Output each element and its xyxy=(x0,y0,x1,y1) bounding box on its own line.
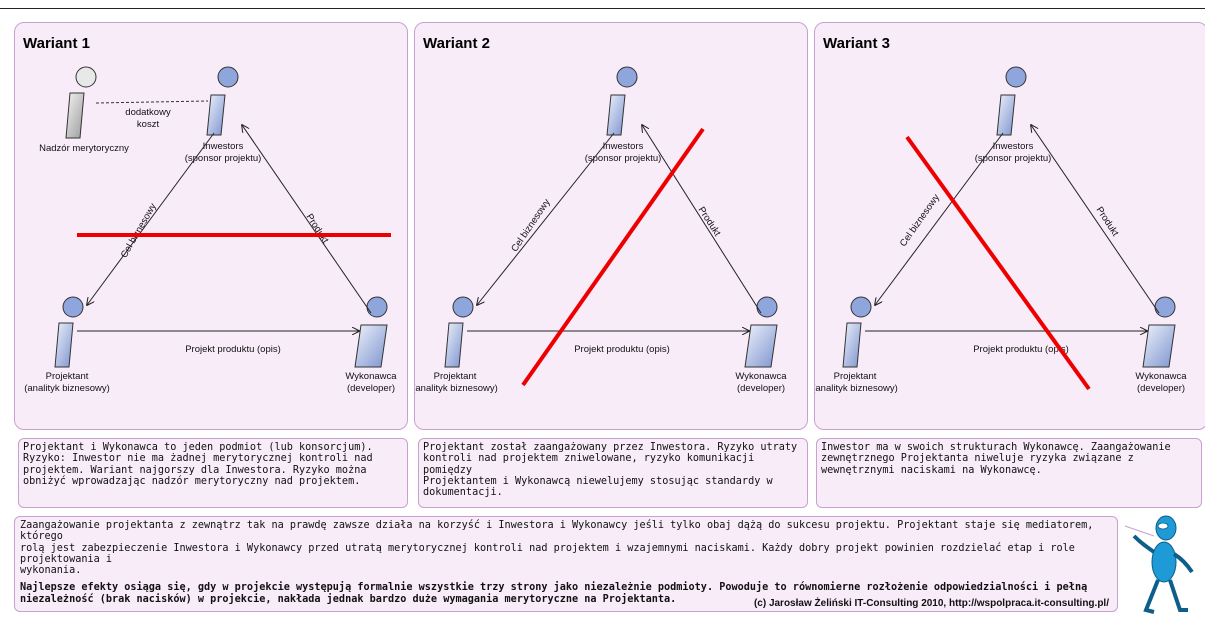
extra-cost-label-2: koszt xyxy=(137,119,160,130)
variant-3-note: Inwestor ma w swoich strukturach Wykonaw… xyxy=(816,438,1202,508)
edge-business-goal-label: Cel biznesowy xyxy=(898,192,942,249)
variant-3-title: Wariant 3 xyxy=(823,35,890,52)
edge-design-label: Projekt produktu (opis) xyxy=(574,344,670,355)
designer-sublabel: (analityk biznesowy) xyxy=(24,383,110,394)
contractor-sublabel: (developer) xyxy=(347,383,395,394)
note-line: Inwestor ma w swoich strukturach Wykonaw… xyxy=(821,442,1171,453)
cut-line xyxy=(521,127,705,387)
designer-actor: Projektant (analityk biznesowy) xyxy=(24,296,110,394)
investor-actor: Inwestors (sponsor projektu) xyxy=(975,66,1052,164)
investor-actor: Inwestors (sponsor projektu) xyxy=(585,66,662,164)
variant-1-title: Wariant 1 xyxy=(23,35,90,52)
note-line: kontroli nad projektem zniwelowane, ryzy… xyxy=(423,453,755,476)
extra-cost-label-1: dodatkowy xyxy=(125,107,171,118)
note-line: zewnętrznego Projektanta niweluje ryzyka… xyxy=(821,453,1134,465)
edge-product xyxy=(642,125,762,314)
note-line: Ryzyko: Inwestor nie ma żadnej merytoryc… xyxy=(23,453,373,465)
variant-1-note: Projektant i Wykonawca to jeden podmiot … xyxy=(18,438,408,508)
contractor-actor: Wykonawca (developer) xyxy=(345,296,397,394)
note-line: Projektant został zaangażowany przez Inw… xyxy=(423,442,798,453)
summary-line: Zaangażowanie projektanta z zewnątrz tak… xyxy=(20,520,1094,543)
mascot-figure xyxy=(1124,515,1194,614)
callout-pointer xyxy=(1124,525,1155,537)
variant-3-diagram: Inwestors (sponsor projektu) Projektant … xyxy=(815,66,1187,394)
edge-business-goal-label: Cel biznesowy xyxy=(119,201,159,260)
variant-1-diagram: Nadzór merytoryczny dodatkowy koszt Inwe… xyxy=(24,66,397,394)
designer-label: Projektant xyxy=(46,371,89,382)
investor-label: Inwestors xyxy=(603,141,644,152)
edge-business-goal xyxy=(477,132,615,305)
contractor-sublabel: (developer) xyxy=(737,383,785,394)
designer-actor: Projektant (analityk biznesowy) xyxy=(415,296,498,394)
contractor-label: Wykonawca xyxy=(1135,371,1187,382)
investor-actor: Inwestors (sponsor projektu) xyxy=(185,66,262,164)
contractor-actor: Wykonawca (developer) xyxy=(1135,296,1187,394)
note-line: obniżyć wprowadzając nadzór merytoryczny… xyxy=(23,475,361,487)
contractor-actor: Wykonawca (developer) xyxy=(735,296,787,394)
designer-sublabel: (analityk biznesowy) xyxy=(415,383,498,394)
variant-3-panel: Wariant 3 Inwestors (sponsor projektu) P… xyxy=(814,22,1205,430)
investor-label: Inwestors xyxy=(993,141,1034,152)
edge-design-label: Projekt produktu (opis) xyxy=(973,344,1069,355)
contractor-label: Wykonawca xyxy=(735,371,787,382)
summary-line: wykonania. xyxy=(20,565,82,577)
edge-product-label: Produkt xyxy=(304,212,331,246)
investor-sublabel: (sponsor projektu) xyxy=(185,153,262,164)
variant-1-panel: Wariant 1 Nadzór merytoryczny dodatkowy … xyxy=(14,22,408,430)
edge-business-goal xyxy=(87,132,215,305)
note-line: Projektantem i Wykonawcą niewelujemy sto… xyxy=(423,475,773,487)
summary-line: rolą jest zabezpieczenie Inwestora i Wyk… xyxy=(20,542,1075,565)
designer-sublabel: (analityk biznesowy) xyxy=(815,383,898,394)
credit-text: (c) Jarosław Żeliński IT-Consulting 2010… xyxy=(753,597,1109,609)
variant-2-title: Wariant 2 xyxy=(423,35,490,52)
cut-line xyxy=(905,135,1091,391)
edge-design-label: Projekt produktu (opis) xyxy=(185,344,281,355)
note-line: dokumentacji. xyxy=(423,487,503,499)
designer-label: Projektant xyxy=(434,371,477,382)
note-line: projektem. Wariant najgorszy dla Inwesto… xyxy=(23,464,367,476)
contractor-label: Wykonawca xyxy=(345,371,397,382)
edge-product xyxy=(1031,125,1160,314)
edge-business-goal xyxy=(875,132,1004,305)
top-rule xyxy=(0,8,1205,9)
variant-2-note: Projektant został zaangażowany przez Inw… xyxy=(418,438,808,508)
edge-product xyxy=(242,125,372,314)
supervisor-label: Nadzór merytoryczny xyxy=(39,143,129,154)
summary-note: Zaangażowanie projektanta z zewnątrz tak… xyxy=(14,516,1118,612)
investor-sublabel: (sponsor projektu) xyxy=(585,153,662,164)
summary-bold-line: Najlepsze efekty osiąga się, gdy w proje… xyxy=(20,582,1088,594)
note-line: wewnętrznymi naciskami na Wykonawcę. xyxy=(821,464,1042,476)
variant-2-diagram: Inwestors (sponsor projektu) Projektant … xyxy=(415,66,787,394)
extra-cost-link xyxy=(95,100,209,104)
designer-label: Projektant xyxy=(834,371,877,382)
edge-business-goal-label: Cel biznesowy xyxy=(509,197,553,254)
variant-2-panel: Wariant 2 Inwestors (sponsor projektu) P… xyxy=(414,22,808,430)
supervisor-actor: Nadzór merytoryczny xyxy=(39,66,129,154)
edge-product-label: Produkt xyxy=(1094,205,1121,239)
edge-product-label: Produkt xyxy=(696,205,723,239)
investor-label: Inwestors xyxy=(203,141,244,152)
contractor-sublabel: (developer) xyxy=(1137,383,1185,394)
note-line: Projektant i Wykonawca to jeden podmiot … xyxy=(23,442,373,453)
investor-sublabel: (sponsor projektu) xyxy=(975,153,1052,164)
designer-actor: Projektant (analityk biznesowy) xyxy=(815,296,898,394)
summary-bold-line: niezależność (brak nacisków) w projekcie… xyxy=(20,593,677,605)
